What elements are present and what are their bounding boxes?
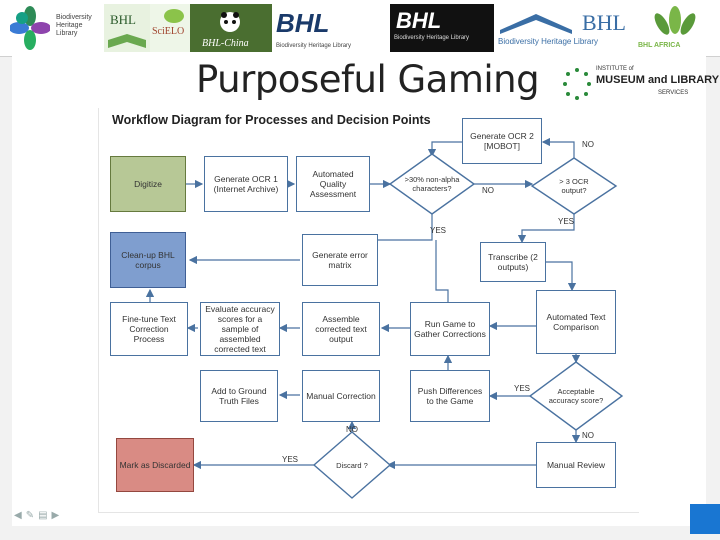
label-no-discard: NO xyxy=(346,425,358,434)
next-slide-icon[interactable]: ▶ xyxy=(51,510,64,521)
node-generate-ocr1: Generate OCR 1 (Internet Archive) xyxy=(204,156,288,212)
decision-discard-text: Discard ? xyxy=(336,460,368,470)
label-yes-acceptable: YES xyxy=(514,384,531,393)
label-no-nonalpha: NO xyxy=(482,186,494,195)
diagram-title: Workflow Diagram for Processes and Decis… xyxy=(112,113,431,127)
decision-diamond-acceptable xyxy=(528,361,624,431)
book-icon xyxy=(108,34,146,48)
slide-nav-controls[interactable]: ◀✎▤▶ xyxy=(14,510,63,521)
bhl-flower-logo: Biodiversity Heritage Library xyxy=(10,4,102,52)
decision-nonalpha-text: >30% non-alpha characters? xyxy=(404,175,460,193)
panda-icon xyxy=(220,12,240,32)
node-push-differences: Push Differences to the Game xyxy=(410,370,490,422)
node-add-ground-truth: Add to Ground Truth Files xyxy=(200,370,278,422)
node-run-game: Run Game to Gather Corrections xyxy=(410,302,490,356)
bhl-africa-logo: BHL AFRICA xyxy=(636,4,714,52)
imls-line-2: MUSEUM and LIBRARY xyxy=(596,74,720,86)
node-manual-correction: Manual Correction xyxy=(302,370,380,422)
label-no-acceptable: NO xyxy=(582,431,594,440)
imls-logo: INSTITUTE of MUSEUM and LIBRARY SERVICES xyxy=(562,66,719,110)
imls-line-3: SERVICES xyxy=(658,90,689,96)
plant-icon xyxy=(654,6,696,35)
bhl-main-logo: BHL Biodiversity Heritage Library xyxy=(496,4,636,52)
logo-scielo-text: SciELO xyxy=(152,26,185,37)
label-yes-ocrout: YES xyxy=(558,217,575,226)
node-error-matrix: Generate error matrix xyxy=(302,234,378,286)
node-evaluate-accuracy: Evaluate accuracy scores for a sample of… xyxy=(200,302,280,356)
prev-slide-icon[interactable]: ◀ xyxy=(14,510,26,521)
bhl-europe-logo: BHL Biodiversity Heritage Library xyxy=(390,4,494,52)
decision-acceptable-text: Acceptable accuracy score? xyxy=(548,387,604,405)
node-text-comparison: Automated Text Comparison xyxy=(536,290,616,354)
logo-bhl-egypt-text: BHL xyxy=(276,8,330,38)
node-transcribe: Transcribe (2 outputs) xyxy=(480,242,546,282)
decision-diamond-nonalpha xyxy=(388,153,476,215)
leaf-icon xyxy=(164,9,184,23)
node-digitize: Digitize xyxy=(110,156,186,212)
logo-bhl-africa-text: BHL AFRICA xyxy=(638,42,681,49)
node-manual-review: Manual Review xyxy=(536,442,616,488)
logo-bhl-europe-text: BHL xyxy=(396,8,442,33)
logo-bhl-main-text: BHL xyxy=(582,10,626,35)
label-yes-discard: YES xyxy=(282,455,299,464)
node-cleanup-corpus: Clean-up BHL corpus xyxy=(110,232,186,288)
decision-diamond-ocrout xyxy=(530,157,618,215)
node-generate-ocr2: Generate OCR 2 [MOBOT] xyxy=(462,118,542,164)
scielo-logo: SciELO xyxy=(150,4,190,52)
node-mark-discarded: Mark as Discarded xyxy=(116,438,194,492)
dotted-circle-icon xyxy=(563,68,591,100)
corner-badge xyxy=(690,504,720,534)
logo-text-biodiversity: Biodiversity Heritage Library xyxy=(56,14,92,37)
logo-bhl-europe-sub: Biodiversity Heritage Library xyxy=(394,35,470,41)
bhl-china-logo: BHL-China xyxy=(190,4,272,52)
bhl-book-logo: BHL xyxy=(104,4,150,52)
node-quality-assessment: Automated Quality Assessment xyxy=(296,156,370,212)
slide-title: Purposeful Gaming xyxy=(196,58,540,101)
logo-bhl-china-text: BHL-China xyxy=(202,38,249,49)
open-book-icon xyxy=(500,14,572,34)
logo-bhl-egypt-sub: Biodiversity Heritage Library xyxy=(276,43,352,49)
decision-ocrout-text: > 3 OCR output? xyxy=(559,177,589,195)
logo-bhl-text: BHL xyxy=(110,12,136,27)
bhl-egypt-logo: BHL Biodiversity Heritage Library xyxy=(272,4,388,52)
label-no-ocrout: NO xyxy=(582,140,594,149)
decision-diamond-discard xyxy=(312,431,392,499)
label-yes-nonalpha: YES xyxy=(430,226,447,235)
flower-icon xyxy=(10,6,51,50)
node-assemble-output: Assemble corrected text output xyxy=(302,302,380,356)
menu-icon[interactable]: ▤ xyxy=(38,510,52,521)
partner-logo-bar: Biodiversity Heritage Library BHL SciELO… xyxy=(0,0,720,57)
pen-icon[interactable]: ✎ xyxy=(25,510,39,521)
imls-line-1: INSTITUTE of xyxy=(596,66,634,72)
node-finetune: Fine-tune Text Correction Process xyxy=(110,302,188,356)
logo-bhl-main-sub: Biodiversity Heritage Library xyxy=(498,37,599,46)
